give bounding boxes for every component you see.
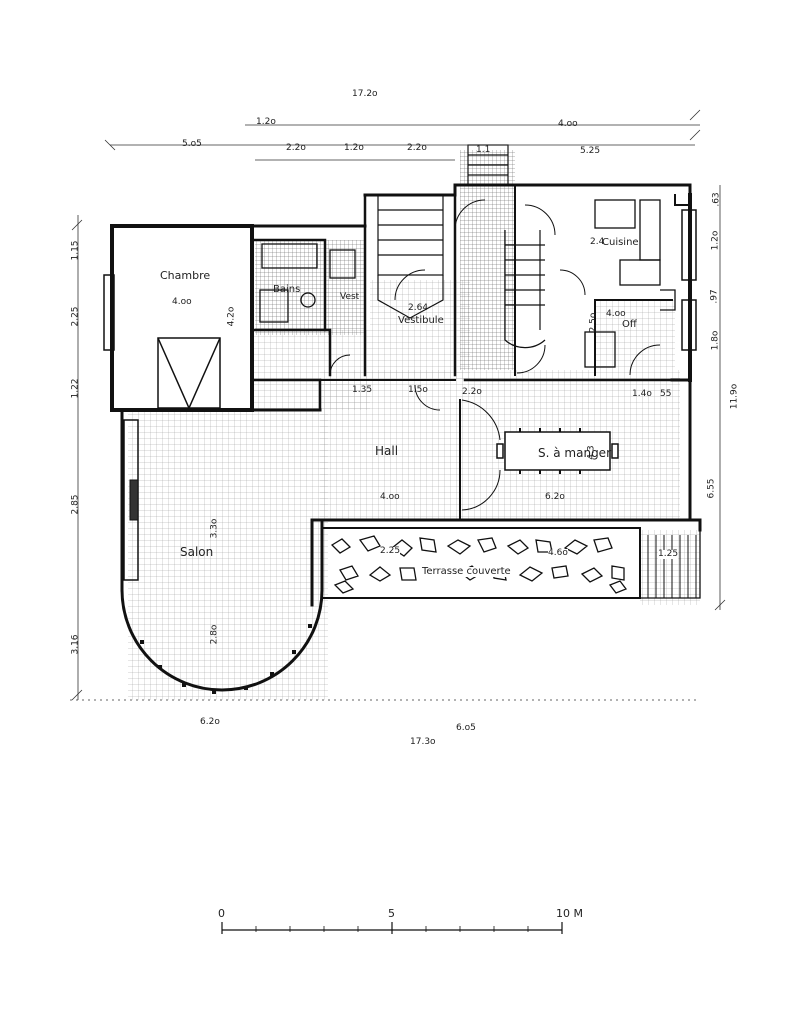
dim-side-r2: .63 bbox=[711, 192, 722, 207]
windows bbox=[103, 209, 697, 581]
walls bbox=[110, 183, 702, 692]
room-label-hall: Hall bbox=[375, 444, 399, 458]
room-label-vest: Vest bbox=[340, 292, 360, 302]
room-label-salle-a-manger: S. à manger bbox=[538, 446, 611, 460]
room-label-chambre: Chambre bbox=[160, 269, 211, 282]
scale-label-10: 10 M bbox=[556, 907, 583, 920]
dim-misc-2: 55 bbox=[660, 389, 672, 399]
dining-table bbox=[496, 428, 619, 474]
staircase bbox=[377, 144, 546, 349]
dim-hall-1: 1.35 bbox=[352, 385, 373, 395]
dim-cuisine-w: 2.4 bbox=[590, 237, 605, 247]
dim-vest-w: 2.64 bbox=[408, 303, 429, 313]
dim-top-3: 5.o5 bbox=[182, 139, 202, 149]
dim-side-l5: 3.16 bbox=[70, 634, 81, 655]
kitchen-fixtures bbox=[584, 199, 676, 368]
dim-sam-h: 4.3 bbox=[586, 445, 597, 460]
dim-bottom-2: 6.o5 bbox=[456, 723, 476, 733]
dim-overall-bottom: 17.3o bbox=[410, 737, 436, 747]
room-label-terrasse: Terrasse couverte bbox=[420, 566, 513, 577]
dim-terr-1: 2.25 bbox=[380, 546, 401, 556]
dim-misc-1: 1.4o bbox=[632, 389, 652, 399]
dim-top-1: 1.2o bbox=[256, 117, 276, 127]
dim-bottom-1: 6.2o bbox=[200, 717, 220, 727]
dim-side-l1: 1.15 bbox=[70, 240, 81, 261]
room-label-off: Off bbox=[622, 319, 637, 330]
dimension-lines bbox=[70, 109, 726, 701]
dim-hall-w: 4.oo bbox=[380, 492, 400, 502]
dim-top-4: 5.25 bbox=[580, 146, 601, 156]
room-label-bains: Bains bbox=[273, 284, 301, 295]
dim-hall-3: 2.2o bbox=[462, 387, 482, 397]
chambre-wardrobe bbox=[157, 337, 221, 410]
dim-side-r4: 1.8o bbox=[710, 330, 721, 351]
dim-hall-2: 1.5o bbox=[408, 385, 428, 395]
dim-top-8: 1.1 bbox=[476, 145, 491, 155]
dim-side-r3: .97 bbox=[709, 289, 720, 304]
dim-salon-w: 3.3o bbox=[209, 518, 220, 539]
dim-top-6: 1.2o bbox=[344, 143, 364, 153]
dim-sam-w: 6.2o bbox=[545, 492, 565, 502]
dim-overall-top: 17.2o bbox=[352, 89, 378, 99]
room-label-vestibule: Vestibule bbox=[398, 315, 444, 326]
dim-off-w: 4.oo bbox=[606, 309, 626, 319]
doors bbox=[329, 199, 661, 511]
dim-side-l2: 2.25 bbox=[70, 306, 81, 327]
dim-chambre-w: 4.oo bbox=[172, 297, 192, 307]
scale-bar bbox=[221, 922, 563, 934]
dim-top-7: 2.2o bbox=[286, 143, 306, 153]
dim-salon-h: 2.8o bbox=[209, 624, 220, 645]
floor-tiling bbox=[128, 150, 700, 700]
scale-label-5: 5 bbox=[388, 907, 395, 920]
room-label-salon: Salon bbox=[180, 545, 214, 559]
dim-side-r6: 6.55 bbox=[706, 478, 717, 499]
dim-off-h: 2.5o bbox=[588, 312, 599, 333]
dim-chambre-h: 4.2o bbox=[226, 306, 237, 327]
dim-top-2: 4.oo bbox=[558, 119, 578, 129]
dim-side-r1: 1.2o bbox=[710, 230, 721, 251]
dim-terr-3: 1.25 bbox=[658, 549, 679, 559]
scale-label-0: 0 bbox=[218, 907, 225, 920]
dim-top-5: 2.2o bbox=[407, 143, 427, 153]
dim-side-l4: 2.85 bbox=[70, 494, 81, 515]
dim-terr-2: 4.6o bbox=[548, 548, 568, 558]
dim-side-r5: 11.9o bbox=[729, 383, 740, 410]
room-label-cuisine: Cuisine bbox=[602, 237, 639, 248]
terrace-stones bbox=[321, 527, 701, 599]
salon-bay-markers bbox=[140, 624, 312, 694]
bathroom-fixtures bbox=[259, 243, 356, 323]
dim-side-l3: 1.22 bbox=[70, 378, 81, 399]
